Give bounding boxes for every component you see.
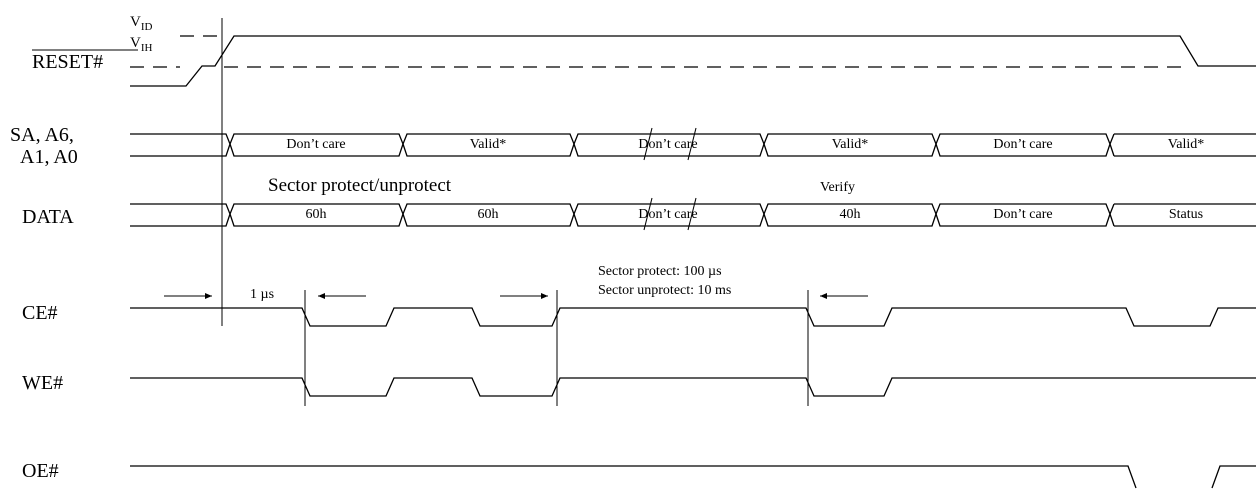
annotation-protect-pulse: Sector protect: 100 µs <box>598 264 722 279</box>
address-cell-1: Don’t care <box>286 137 345 152</box>
annotation-setup-time: 1 µs <box>250 287 274 302</box>
signal-label-we: WE# <box>22 372 63 394</box>
vid-label: VID <box>130 14 153 33</box>
oe-waveform <box>130 465 1256 489</box>
data-cell-6: Status <box>1169 207 1203 222</box>
annotation-unprotect-pulse: Sector unprotect: 10 ms <box>598 283 731 298</box>
data-bus-waveform <box>130 197 1256 231</box>
address-cell-4: Valid* <box>832 137 869 152</box>
phase-label-verify: Verify <box>820 180 855 195</box>
signal-label-reset: RESET# <box>32 51 103 73</box>
data-cell-3: Don’t care <box>638 207 697 222</box>
signal-label-oe: OE# <box>22 460 59 482</box>
signal-label-address-line2: A1, A0 <box>20 146 78 168</box>
data-cell-2: 60h <box>478 207 499 222</box>
address-cell-3: Don’t care <box>638 137 697 152</box>
reset-waveform <box>130 35 1256 87</box>
data-cell-1: 60h <box>306 207 327 222</box>
ce-waveform <box>130 307 1256 327</box>
we-waveform <box>130 377 1256 397</box>
signal-label-ce: CE# <box>22 302 58 324</box>
address-bus-waveform <box>130 127 1256 161</box>
address-cell-2: Valid* <box>470 137 507 152</box>
signal-label-address-line1: SA, A6, <box>10 124 74 146</box>
data-cell-5: Don’t care <box>993 207 1052 222</box>
signal-label-data: DATA <box>22 206 74 228</box>
address-cell-5: Don’t care <box>993 137 1052 152</box>
data-cell-4: 40h <box>840 207 861 222</box>
address-cell-6: Valid* <box>1168 137 1205 152</box>
phase-label-protect: Sector protect/unprotect <box>268 175 452 196</box>
vih-label: VIH <box>130 35 153 54</box>
